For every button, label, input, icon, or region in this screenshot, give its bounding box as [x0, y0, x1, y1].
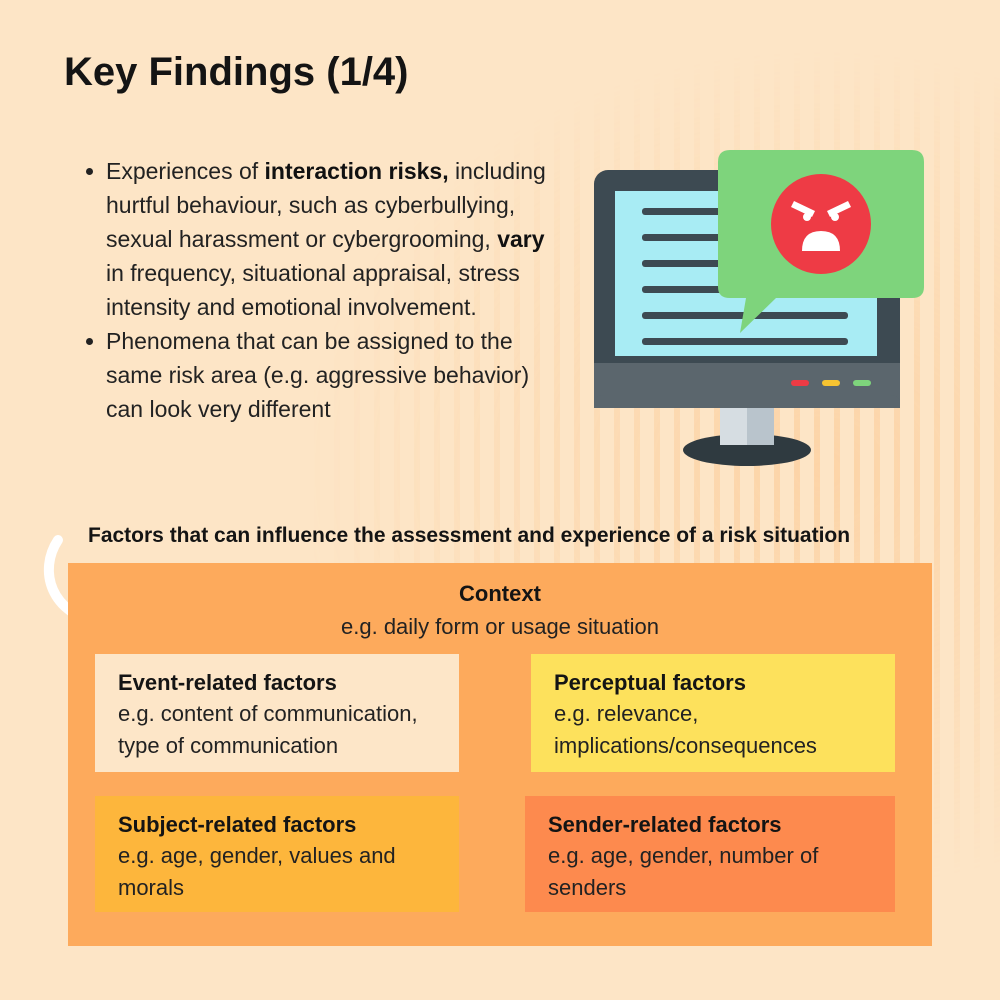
angry-face-icon — [771, 174, 871, 274]
finding-item-1: Experiences of interaction risks, includ… — [78, 154, 568, 324]
finding-2-part-1: Phenomena that can be assigned to the sa… — [106, 328, 530, 422]
finding-1-part-2: interaction risks, — [264, 158, 449, 184]
factor-card-sender-related: Sender-related factors e.g. age, gender,… — [525, 796, 895, 912]
factor-description: e.g. age, gender, values and morals — [118, 843, 396, 900]
finding-1-part-1: Experiences of — [106, 158, 265, 184]
context-box: Context e.g. daily form or usage situati… — [68, 563, 932, 946]
monitor-icon — [594, 170, 900, 466]
finding-item-2: Phenomena that can be assigned to the sa… — [78, 324, 568, 426]
finding-1-part-3: including hurtful behaviour, such as cyb… — [106, 158, 546, 252]
factor-card-perceptual: Perceptual factors e.g. relevance, impli… — [531, 654, 895, 772]
factor-card-subject-related: Subject-related factors e.g. age, gender… — [95, 796, 459, 912]
context-subtitle: e.g. daily form or usage situation — [341, 614, 659, 639]
factor-title: Subject-related factors — [118, 812, 357, 837]
factor-title: Perceptual factors — [554, 670, 746, 695]
finding-1-part-5: in frequency, situational appraisal, str… — [106, 260, 520, 320]
factor-title: Sender-related factors — [548, 812, 782, 837]
factor-description: e.g. age, gender, number of senders — [548, 843, 819, 900]
factor-card-event-related: Event-related factors e.g. content of co… — [95, 654, 459, 772]
page-title: Key Findings (1/4) — [64, 50, 409, 94]
context-title: Context — [459, 581, 541, 606]
factor-description: e.g. relevance, implications/consequence… — [554, 701, 817, 758]
factor-title: Event-related factors — [118, 670, 337, 695]
finding-1-part-4: vary — [497, 226, 545, 252]
factor-description: e.g. content of communication, type of c… — [118, 701, 418, 758]
factors-heading: Factors that can influence the assessmen… — [88, 524, 851, 547]
findings-list: Experiences of interaction risks, includ… — [78, 154, 568, 426]
computer-monitor-angry-face-speech-bubble-icon — [594, 150, 924, 466]
